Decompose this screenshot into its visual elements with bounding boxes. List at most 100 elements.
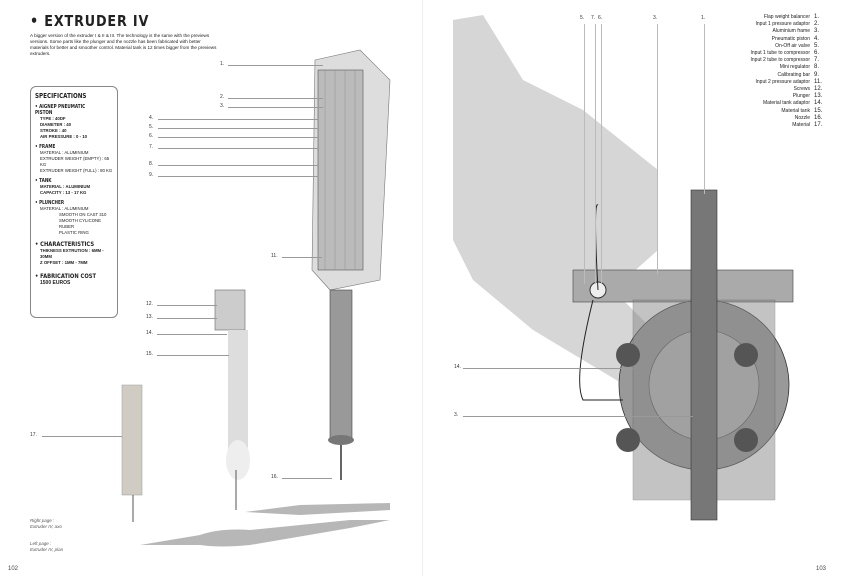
callout-label: 3.: [454, 412, 459, 418]
legend-part-name: Calibrating bar: [777, 71, 810, 78]
callout-label: 3.: [220, 103, 225, 109]
extruder-plan-drawing: [453, 15, 794, 521]
legend-part-number: 11.: [814, 78, 822, 85]
legend-part-name: Flap weight balancer: [763, 14, 810, 20]
callout-label: 4.: [149, 115, 154, 121]
legend-item: Aluminium frame 3.: [751, 28, 834, 35]
extruder-axo-drawing: [121, 49, 391, 547]
spec-section-title: • FABRICATION COST: [35, 272, 97, 280]
legend-item: Input 2 pressure adaptor 11.: [751, 79, 834, 86]
spec-line: SMOOTH ON CAST 310: [59, 212, 107, 217]
legend-item: Screws 12.: [751, 86, 834, 93]
callout-label: 17.: [30, 432, 37, 438]
legend-item: On-Off air valve 5.: [751, 43, 834, 50]
spec-line: TYPE : 40DF: [40, 116, 66, 121]
legend-item: Material tank adaptor 14.: [751, 100, 834, 107]
spec-line: THIKNESS EXTRUTION : 6MM - 30MM: [40, 248, 104, 259]
legend-part-number: 17.: [814, 122, 823, 129]
right-page: 5. 7. 6. 3. 1. 14. 3. Flap weight balanc…: [422, 0, 844, 576]
parts-legend: Flap weight balancer 1. Input 1 pressure a…: [751, 14, 834, 129]
legend-part-number: 4.: [814, 35, 820, 42]
page-number: 102: [8, 566, 19, 572]
caption-left-page: Left page : Extruder IV, plan: [30, 541, 63, 553]
legend-part-name: Screws: [793, 86, 810, 93]
legend-part-number: 3.: [814, 28, 820, 35]
spec-line: PLASTIC RING: [59, 230, 89, 235]
spec-section-title: • CHARACTERISTICS: [35, 240, 95, 248]
legend-part-number: 13.: [814, 93, 823, 100]
spec-plunger: • PLUNCHER MATERIAL : ALUMINIUM SMOOTH O…: [35, 200, 113, 236]
intro-text: A bigger version of the extruder I & II …: [30, 33, 217, 56]
legend-part-name: Aluminium frame: [772, 28, 810, 35]
caption-line: Extruder IV, axo: [30, 524, 62, 529]
caption-right-page: Right page : Extruder IV, axo: [30, 518, 62, 530]
callout-label: 7.: [149, 144, 154, 150]
legend-part-number: 5.: [814, 42, 820, 49]
spec-cost: • FABRICATION COST 1500 EUROS: [35, 272, 113, 286]
legend-part-name: On-Off air valve: [775, 42, 810, 49]
legend-item: Nozzle 16.: [751, 115, 834, 122]
spec-line: SMOOTH CYLICONE RUBER: [59, 218, 102, 229]
spec-line: 1500 EUROS: [40, 280, 71, 286]
spec-piston: • AIGNEP PNEUMATIC PISTON TYPE : 40DF DI…: [35, 104, 113, 140]
legend-part-number: 8.: [814, 64, 820, 71]
callout-label: 14.: [146, 330, 153, 336]
legend-part-number: 12.: [814, 86, 823, 93]
legend-part-name: Input 2 pressure adaptor: [755, 78, 810, 85]
spec-heading: SPECIFICATIONS: [35, 92, 87, 100]
legend-part-name: Input 2 tube to compressor: [750, 57, 810, 64]
callout-label: 6.: [598, 15, 603, 21]
legend-part-name: Nozzle: [794, 114, 810, 121]
spec-line: DIAMETER : 40: [40, 122, 72, 127]
legend-part-name: Material tank adaptor: [763, 100, 810, 107]
legend-item: Plunger 13.: [751, 93, 834, 100]
callout-label: 16.: [271, 474, 278, 480]
callout-label: 14.: [454, 364, 461, 370]
spec-line: MATERIAL : ALUMINIUM: [40, 206, 89, 211]
callout-label: 3.: [653, 15, 658, 21]
legend-part-name: Pneumatic piston: [771, 35, 810, 42]
page-number: 103: [816, 566, 827, 572]
callout-label: 13.: [146, 314, 153, 320]
callout-label: 8.: [149, 161, 154, 167]
specifications-box: SPECIFICATIONS • AIGNEP PNEUMATIC PISTON…: [30, 86, 118, 318]
legend-part-name: Input 1 pressure adaptor: [755, 21, 810, 28]
callout-label: 11.: [271, 253, 278, 259]
spec-section-title: • PLUNCHER: [35, 200, 65, 206]
legend-item: Pneumatic piston 4.: [751, 36, 834, 43]
page-title: • EXTRUDER IV: [30, 12, 150, 30]
callout-label: 1.: [220, 61, 225, 67]
spec-section-title: • TANK: [35, 178, 52, 184]
spec-frame: • FRAME MATERIAL : ALUMINIUM EXTRUDER WE…: [35, 144, 113, 174]
legend-part-number: 7.: [814, 57, 820, 64]
legend-part-number: 2.: [814, 21, 820, 28]
legend-item: Calibrating bar 9.: [751, 72, 834, 79]
spec-tank: • TANK MATERIAL : ALUMINIUM CAPACITY : 1…: [35, 178, 113, 196]
caption-line: Left page :: [30, 541, 52, 546]
legend-part-number: 16.: [814, 114, 823, 121]
callout-label: 1.: [701, 15, 706, 21]
spec-line: EXTRUDER WEIGHT (FULL) : 80 KG: [40, 168, 113, 173]
spec-section-title: • FRAME: [35, 144, 56, 150]
legend-part-number: 1.: [814, 14, 820, 20]
caption-line: Extruder IV, plan: [30, 547, 64, 552]
callout-label: 6.: [149, 133, 154, 139]
legend-part-number: 9.: [814, 71, 820, 78]
legend-part-name: Plunger: [792, 93, 810, 100]
legend-part-number: 14.: [814, 100, 823, 107]
callout-label: 12.: [146, 301, 153, 307]
legend-item: Material tank 15.: [751, 108, 834, 115]
spec-line: AIR PRESSURE : 0 - 10: [40, 134, 88, 139]
legend-part-name: Material tank: [781, 107, 810, 114]
spec-line: MATERIAL : ALUMINIUM: [40, 184, 91, 189]
spec-line: EXTRUDER WEIGHT (EMPTY) : 65 KG: [40, 156, 110, 167]
legend-part-name: Input 1 tube to compressor: [750, 50, 810, 57]
legend-part-name: Mini regulator: [779, 64, 810, 71]
callout-label: 9.: [149, 172, 154, 178]
legend-item: Input 2 tube to compressor 7.: [751, 57, 834, 64]
legend-part-number: 15.: [814, 107, 823, 114]
spec-section-title: • AIGNEP PNEUMATIC PISTON: [35, 104, 86, 116]
caption-line: Right page :: [30, 518, 55, 523]
